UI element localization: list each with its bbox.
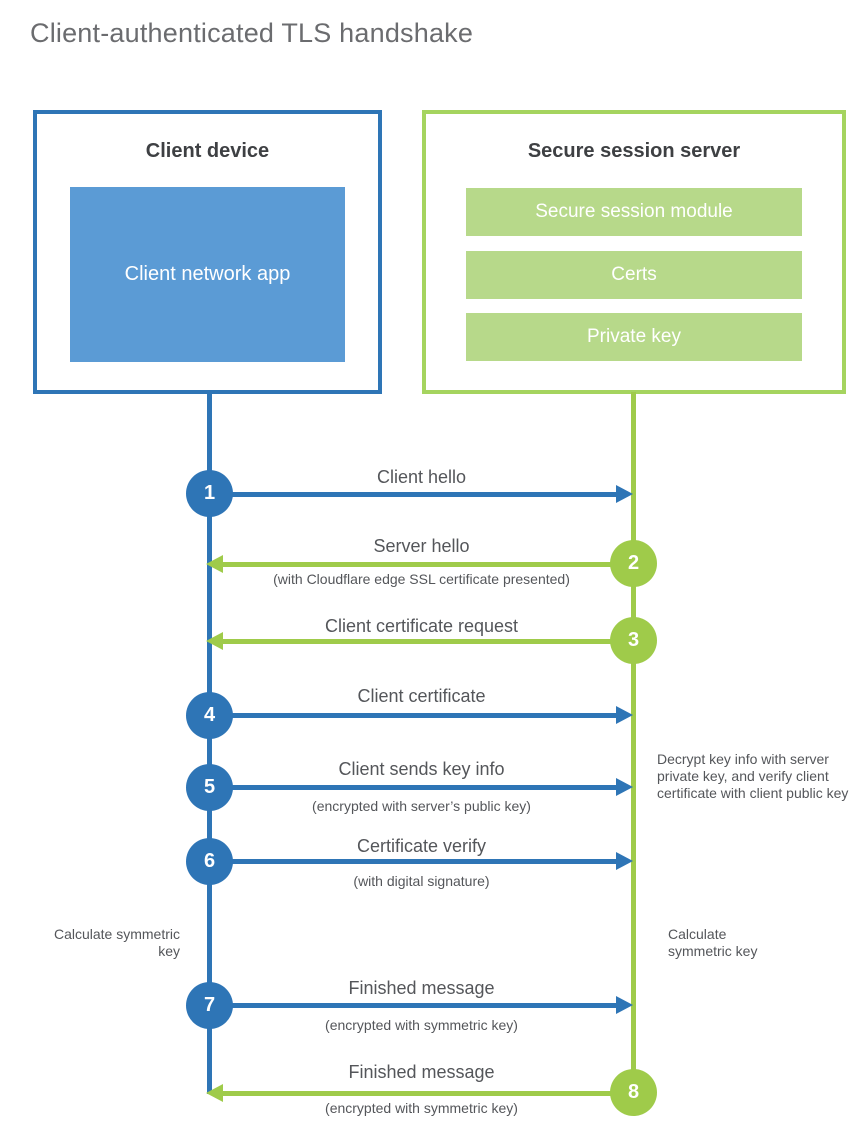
step-8-arrow-line — [221, 1091, 613, 1096]
step-7-sublabel: (encrypted with symmetric key) — [325, 1017, 518, 1033]
step-4-arrow-line — [229, 713, 619, 718]
step-6-sublabel: (with digital signature) — [353, 873, 490, 889]
step-8-sublabel: (encrypted with symmetric key) — [325, 1100, 518, 1116]
step-1-number: 1 — [203, 482, 216, 504]
server-module-private-key: Private key — [466, 313, 802, 361]
server-module-secure-session: Secure session module — [466, 188, 802, 236]
step-4-circle: 4 — [186, 692, 233, 739]
page-title: Client-authenticated TLS handshake — [30, 18, 474, 48]
decrypt-note: Decrypt key info with server private key… — [657, 751, 849, 801]
step-3-number: 3 — [627, 629, 640, 651]
step-1-label: Client hello — [376, 467, 467, 487]
step-2-sublabel: (with Cloudflare edge SSL certificate pr… — [273, 571, 570, 587]
step-7-label: Finished message — [348, 978, 495, 998]
step-3-arrow-line — [221, 639, 613, 644]
step-7-circle: 7 — [186, 982, 233, 1029]
step-2-label: Server hello — [373, 536, 470, 556]
step-7-arrow-line — [229, 1003, 619, 1008]
step-5-sublabel: (encrypted with server’s public key) — [312, 798, 531, 814]
step-1-circle: 1 — [186, 470, 233, 517]
step-4-number: 4 — [203, 704, 216, 726]
step-2-number: 2 — [627, 552, 640, 574]
step-6-circle: 6 — [186, 838, 233, 885]
step-5-number: 5 — [203, 776, 216, 798]
calculate-symmetric-key-note-client: Calculate symmetric key — [53, 926, 180, 959]
step-6-number: 6 — [203, 850, 216, 872]
step-8-number: 8 — [627, 1081, 640, 1103]
step-6-arrow-line — [229, 859, 619, 864]
client-device-title: Client device — [145, 140, 270, 162]
step-2-circle: 2 — [610, 540, 657, 587]
step-5-circle: 5 — [186, 764, 233, 811]
step-2-arrow-line — [221, 562, 613, 567]
client-lifeline — [207, 392, 212, 1094]
step-5-arrowhead-right-icon — [616, 778, 633, 796]
step-8-arrowhead-left-icon — [206, 1084, 223, 1102]
secure-session-server-title: Secure session server — [527, 140, 741, 162]
step-4-label: Client certificate — [357, 686, 486, 706]
step-7-arrowhead-right-icon — [616, 996, 633, 1014]
step-6-arrowhead-right-icon — [616, 852, 633, 870]
step-2-arrowhead-left-icon — [206, 555, 223, 573]
step-8-label: Finished message — [348, 1062, 495, 1082]
step-5-label: Client sends key info — [338, 759, 505, 779]
step-3-circle: 3 — [610, 617, 657, 664]
step-5-arrow-line — [229, 785, 619, 790]
server-module-certs: Certs — [466, 251, 802, 299]
server-lifeline — [631, 392, 636, 1093]
step-8-circle: 8 — [610, 1069, 657, 1116]
client-network-app-box: Client network app — [70, 187, 345, 362]
step-3-label: Client certificate request — [324, 616, 519, 636]
step-1-arrowhead-right-icon — [616, 485, 633, 503]
step-6-label: Certificate verify — [356, 836, 487, 856]
step-7-number: 7 — [203, 994, 216, 1016]
calculate-symmetric-key-note-server: Calculate symmetric key — [668, 926, 758, 959]
step-1-arrow-line — [229, 492, 619, 497]
step-3-arrowhead-left-icon — [206, 632, 223, 650]
step-4-arrowhead-right-icon — [616, 706, 633, 724]
